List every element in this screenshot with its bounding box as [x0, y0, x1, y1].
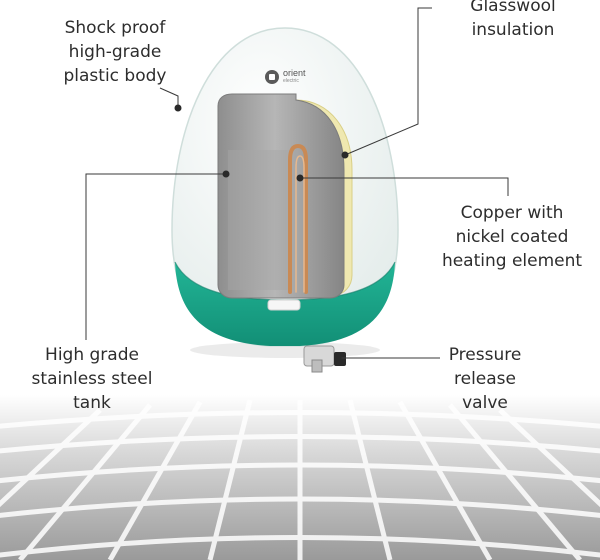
label-line: nickel coated	[455, 227, 569, 247]
label-line: Copper with	[460, 203, 564, 223]
label-line: release	[454, 369, 516, 389]
label-line: Pressure	[448, 345, 522, 365]
label-line: plastic body	[63, 66, 167, 86]
floor-pattern	[0, 395, 600, 560]
label-line: tank	[73, 393, 111, 413]
label-line: Shock proof	[64, 18, 166, 38]
brand-logo: orient electric	[265, 69, 306, 84]
valve-marker	[334, 354, 342, 362]
label-line: Glasswool	[470, 0, 556, 16]
label-line: High grade	[45, 345, 139, 365]
orient-logo-icon	[265, 69, 279, 84]
steel-marker	[222, 170, 230, 178]
label-stainless-steel-tank: High grade stainless steel tank	[14, 343, 170, 415]
label-line: stainless steel	[31, 369, 153, 389]
label-line: insulation	[471, 20, 555, 40]
label-line: valve	[462, 393, 508, 413]
callout-lines	[85, 7, 509, 359]
label-pressure-release-valve: Pressure release valve	[424, 343, 546, 415]
label-glasswool-insulation: Glasswool insulation	[438, 0, 588, 42]
heating-element	[288, 143, 308, 294]
shock-proof-marker	[174, 104, 182, 112]
label-shock-proof-body: Shock proof high-grade plastic body	[40, 16, 190, 88]
label-line: heating element	[441, 251, 583, 271]
steel-tank	[217, 93, 345, 299]
label-copper-heating-element: Copper with nickel coated heating elemen…	[432, 201, 592, 273]
label-line: high-grade	[68, 42, 162, 62]
copper-marker	[296, 174, 304, 182]
brand-name: orient	[283, 68, 306, 78]
glasswool-marker	[341, 151, 349, 159]
brand-tagline: electric	[283, 78, 299, 84]
